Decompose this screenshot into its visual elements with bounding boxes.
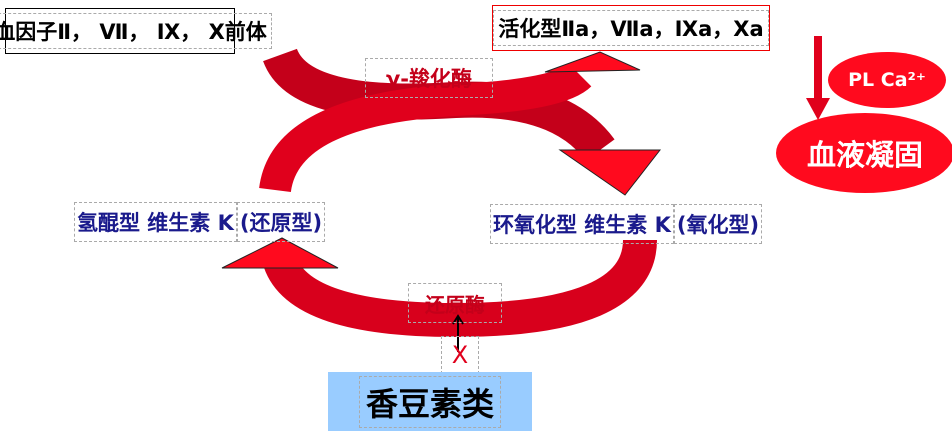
carboxylase-label: γ-羧化酶 [365, 58, 493, 98]
carboxylation-arrowhead [558, 149, 662, 196]
reductase-label: 还原酶 [408, 283, 502, 323]
recycle-arrow-up [259, 62, 592, 193]
reduced-vk-name: 氢醌型 维生素 K [74, 202, 237, 242]
reduced-vitamin-k: 氢醌型 维生素 K (还原型) [74, 202, 326, 242]
activation-arrowhead [544, 51, 641, 73]
inhibit-x-icon: X [441, 336, 479, 374]
activated-box: 活化型Ⅱa，Ⅶa，Ⅸa，Ⅹa [492, 5, 770, 51]
coagulation-ellipse: 血液凝固 [776, 113, 952, 193]
inhibitor-box: 香豆素类 [328, 372, 532, 431]
activated-label: 活化型Ⅱa，Ⅶa，Ⅸa，Ⅹa [493, 10, 769, 46]
cofactors-ellipse: PL Ca²⁺ [828, 52, 946, 108]
oxidized-vitamin-k: 环氧化型 维生素 K (氧化型) [490, 204, 763, 244]
precursor-label: 凝血因子Ⅱ， Ⅶ， Ⅸ， Ⅹ前体 [0, 13, 272, 49]
coagulation-label: 血液凝固 [806, 138, 923, 172]
reduced-vk-form: (还原型) [236, 202, 326, 242]
coagulation-arrowhead [806, 98, 830, 120]
reduction-arrowhead [221, 237, 339, 269]
oxidized-vk-form: (氧化型) [673, 204, 763, 244]
cofactors-label: PL Ca²⁺ [848, 69, 926, 91]
oxidized-vk-name: 环氧化型 维生素 K [490, 204, 674, 244]
inhibitor-label: 香豆素类 [358, 375, 501, 428]
precursor-box: 凝血因子Ⅱ， Ⅶ， Ⅸ， Ⅹ前体 [0, 8, 272, 54]
